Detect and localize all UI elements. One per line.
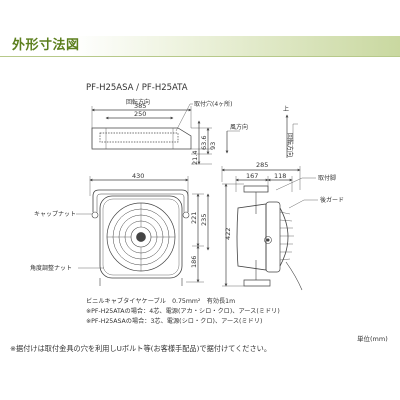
dim-221: 221 [190, 212, 198, 224]
dim-430: 430 [132, 172, 144, 180]
side-view [221, 166, 318, 291]
note-cable: ビニルキャブタイヤケーブル 0.75mm² 有効長1m [86, 298, 236, 305]
unit-label: 単位(mm) [357, 335, 388, 343]
label-cap-nut: キャップナット [34, 211, 76, 218]
note-asa: ※PF-H25ASAの場合：3芯、電源(シロ・クロ)、アース(ミドリ) [86, 318, 263, 325]
label-rear-guard: 後ガード [320, 196, 344, 204]
dim-118: 118 [274, 172, 286, 180]
dim-285: 285 [256, 161, 268, 169]
section-header: 外形寸法図 [0, 36, 400, 56]
top-view [91, 103, 298, 165]
dim-167: 167 [246, 172, 258, 180]
dim-250: 250 [134, 110, 146, 118]
label-mount-leg: 取付脚 [318, 174, 336, 182]
section-title: 外形寸法図 [12, 38, 80, 53]
header-divider [0, 56, 400, 57]
dim-235: 235 [200, 214, 208, 226]
label-wind-dir: 風方向 [230, 123, 248, 131]
dim-385: 385 [134, 102, 146, 110]
note-ata: ※PF-H25ATAの場合：4芯、電源(アカ・シロ・クロ)、アース(ミドリ) [86, 308, 280, 315]
label-rotation: 回転方向 [126, 98, 150, 106]
dim-93: 93 [209, 142, 217, 150]
label-top: 上 [283, 105, 289, 113]
front-view [76, 176, 210, 286]
install-footnote: ※据付けは取付金具の穴を利用しUボルト等(お客様手配品)で据付けてください。 [10, 344, 272, 353]
dim-422: 422 [224, 228, 232, 240]
label-rotation-dir: 回転方向 [286, 133, 294, 157]
dim-63-6: 63.6 [200, 136, 208, 150]
model-name: PF-H25ASA / PF-H25ATA [86, 83, 188, 93]
label-angle-nut: 角度調整ナット [30, 264, 72, 272]
label-mount-hole: 取付穴(4ヶ所) [194, 100, 233, 108]
dim-186: 186 [190, 256, 198, 268]
cable-notes: ビニルキャブタイヤケーブル 0.75mm² 有効長1m ※PF-H25ATAの場… [86, 297, 280, 327]
dim-21-4: 21.4 [191, 151, 199, 165]
